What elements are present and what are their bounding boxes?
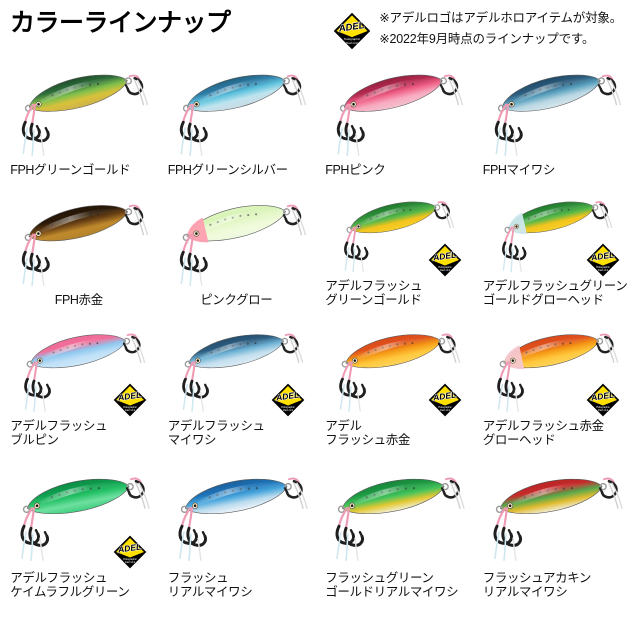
lure-image xyxy=(473,448,630,571)
note-line-2: ※2022年9月時点のラインナップです。 xyxy=(379,31,595,46)
lure-cell[interactable]: フラッシュグリーン ゴールドリアルマイワシ xyxy=(315,448,473,600)
svg-text:ADEL: ADEL xyxy=(117,389,142,402)
adel-logo-icon: ADEL Holographic Flash Unit xyxy=(428,383,462,417)
lure-label: ピンクグロー xyxy=(200,293,273,308)
svg-text:ADEL: ADEL xyxy=(274,389,299,402)
lure-cell[interactable]: ADEL Holographic Flash Unit アデルフラッシュ赤金 グ… xyxy=(473,308,630,448)
adel-logo-icon: ADEL Holographic Flash Unit xyxy=(113,383,147,417)
lure-cell[interactable]: FPHピンク xyxy=(315,48,473,178)
lure-image xyxy=(0,48,157,163)
svg-text:ADEL: ADEL xyxy=(117,541,142,554)
svg-text:Flash Unit: Flash Unit xyxy=(283,409,293,412)
lure-label: FPHグリーンシルバー xyxy=(167,163,288,178)
lure-label: アデルフラッシュ マイワシ xyxy=(167,418,265,448)
svg-text:Flash Unit: Flash Unit xyxy=(598,409,608,412)
lure-label: アデルフラッシュ グリーンゴールド xyxy=(325,278,423,308)
svg-text:ADEL: ADEL xyxy=(432,389,457,402)
svg-text:ADEL: ADEL xyxy=(589,389,614,402)
lure-label: フラッシュアカキン リアルマイワシ xyxy=(482,570,592,600)
svg-text:Holographic: Holographic xyxy=(123,557,137,561)
lure-image: ADEL Holographic Flash Unit xyxy=(315,178,472,279)
svg-text:Flash Unit: Flash Unit xyxy=(346,41,358,45)
svg-text:ADEL: ADEL xyxy=(432,249,457,262)
header-note-group: ADEL Holographic Flash Unit ※アデルロゴはアデルホロ… xyxy=(333,8,624,50)
svg-text:Flash Unit: Flash Unit xyxy=(440,409,450,412)
lure-cell[interactable]: FPHグリーンゴールド xyxy=(0,48,158,178)
lure-cell[interactable]: ADEL Holographic Flash Unit アデルフラッシュ グリー… xyxy=(315,178,473,308)
svg-text:Flash Unit: Flash Unit xyxy=(598,269,608,272)
lure-cell[interactable]: FPH赤金 xyxy=(0,178,158,308)
lure-image: ADEL Holographic Flash Unit xyxy=(0,308,157,419)
svg-text:Holographic: Holographic xyxy=(123,405,137,409)
lure-label: アデルフラッシュグリーン ゴールドグローヘッド xyxy=(482,278,628,308)
lure-label: アデルフラッシュ赤金 グローヘッド xyxy=(482,418,604,448)
lure-cell[interactable]: ADEL Holographic Flash Unit アデル フラッシュ赤金 xyxy=(315,308,473,448)
svg-text:Holographic: Holographic xyxy=(344,37,361,41)
lure-cell[interactable]: ピンクグロー xyxy=(158,178,316,308)
note-line-1: ※アデルロゴはアデルホロアイテムが対象。 xyxy=(379,11,622,25)
svg-text:Flash Unit: Flash Unit xyxy=(440,269,450,272)
lure-image xyxy=(158,48,315,163)
svg-text:ADEL: ADEL xyxy=(337,20,365,35)
lure-label: アデルフラッシュ ブルピン xyxy=(10,418,108,448)
lure-image: ADEL Holographic Flash Unit xyxy=(158,308,315,419)
lure-cell[interactable]: フラッシュアカキン リアルマイワシ xyxy=(473,448,630,600)
lure-cell[interactable]: ADEL Holographic Flash Unit アデルフラッシュグリーン… xyxy=(473,178,630,308)
lure-image xyxy=(315,48,472,163)
lure-label: FPHピンク xyxy=(325,163,386,178)
lure-label: フラッシュグリーン ゴールドリアルマイワシ xyxy=(325,570,459,600)
adel-logo-icon: ADEL Holographic Flash Unit xyxy=(586,243,620,277)
lure-cell[interactable]: ADEL Holographic Flash Unit アデルフラッシュ マイワ… xyxy=(158,308,316,448)
lure-image xyxy=(158,178,315,293)
header-notes: ※アデルロゴはアデルホロアイテムが対象。 ※2022年9月時点のラインナップです… xyxy=(379,8,622,49)
lure-image: ADEL Holographic Flash Unit xyxy=(473,308,630,419)
svg-text:Holographic: Holographic xyxy=(438,405,452,409)
svg-text:Flash Unit: Flash Unit xyxy=(125,561,135,564)
lure-cell[interactable]: ADEL Holographic Flash Unit アデルフラッシュ ケイム… xyxy=(0,448,158,600)
lure-image xyxy=(315,448,472,571)
lure-image xyxy=(473,48,630,163)
lure-image xyxy=(0,178,157,293)
lure-label: アデルフラッシュ ケイムラフルグリーン xyxy=(10,570,130,600)
lure-label: FPHグリーンゴールド xyxy=(10,163,131,178)
lure-image xyxy=(158,448,315,571)
svg-text:Holographic: Holographic xyxy=(438,265,452,269)
adel-logo-icon: ADEL Holographic Flash Unit xyxy=(586,383,620,417)
lure-label: フラッシュ リアルマイワシ xyxy=(167,570,253,600)
svg-text:Flash Unit: Flash Unit xyxy=(125,409,135,412)
color-lineup-grid: FPHグリーンゴールド xyxy=(0,48,630,600)
lure-image: ADEL Holographic Flash Unit xyxy=(0,448,157,571)
svg-text:Holographic: Holographic xyxy=(596,265,610,269)
lure-image: ADEL Holographic Flash Unit xyxy=(473,178,630,279)
adel-logo-icon: ADEL Holographic Flash Unit xyxy=(271,383,305,417)
lure-image: ADEL Holographic Flash Unit xyxy=(315,308,472,419)
lure-cell[interactable]: フラッシュ リアルマイワシ xyxy=(158,448,316,600)
svg-text:Holographic: Holographic xyxy=(596,405,610,409)
lure-label: アデル フラッシュ赤金 xyxy=(325,418,410,448)
adel-logo-icon: ADEL Holographic Flash Unit xyxy=(428,243,462,277)
adel-logo-icon: ADEL Holographic Flash Unit xyxy=(113,535,147,569)
lure-cell[interactable]: FPHマイワシ xyxy=(473,48,630,178)
lure-label: FPHマイワシ xyxy=(482,163,556,178)
page-header: カラーラインナップ ADEL Holographic Flash Unit ※ア… xyxy=(0,0,630,50)
svg-text:ADEL: ADEL xyxy=(589,249,614,262)
lure-label: FPH赤金 xyxy=(54,293,103,308)
lure-cell[interactable]: FPHグリーンシルバー xyxy=(158,48,316,178)
svg-text:Holographic: Holographic xyxy=(281,405,295,409)
page-title: カラーラインナップ xyxy=(10,9,231,37)
adel-logo-icon: ADEL Holographic Flash Unit xyxy=(333,12,371,50)
lure-cell[interactable]: ADEL Holographic Flash Unit アデルフラッシュ ブルピ… xyxy=(0,308,158,448)
